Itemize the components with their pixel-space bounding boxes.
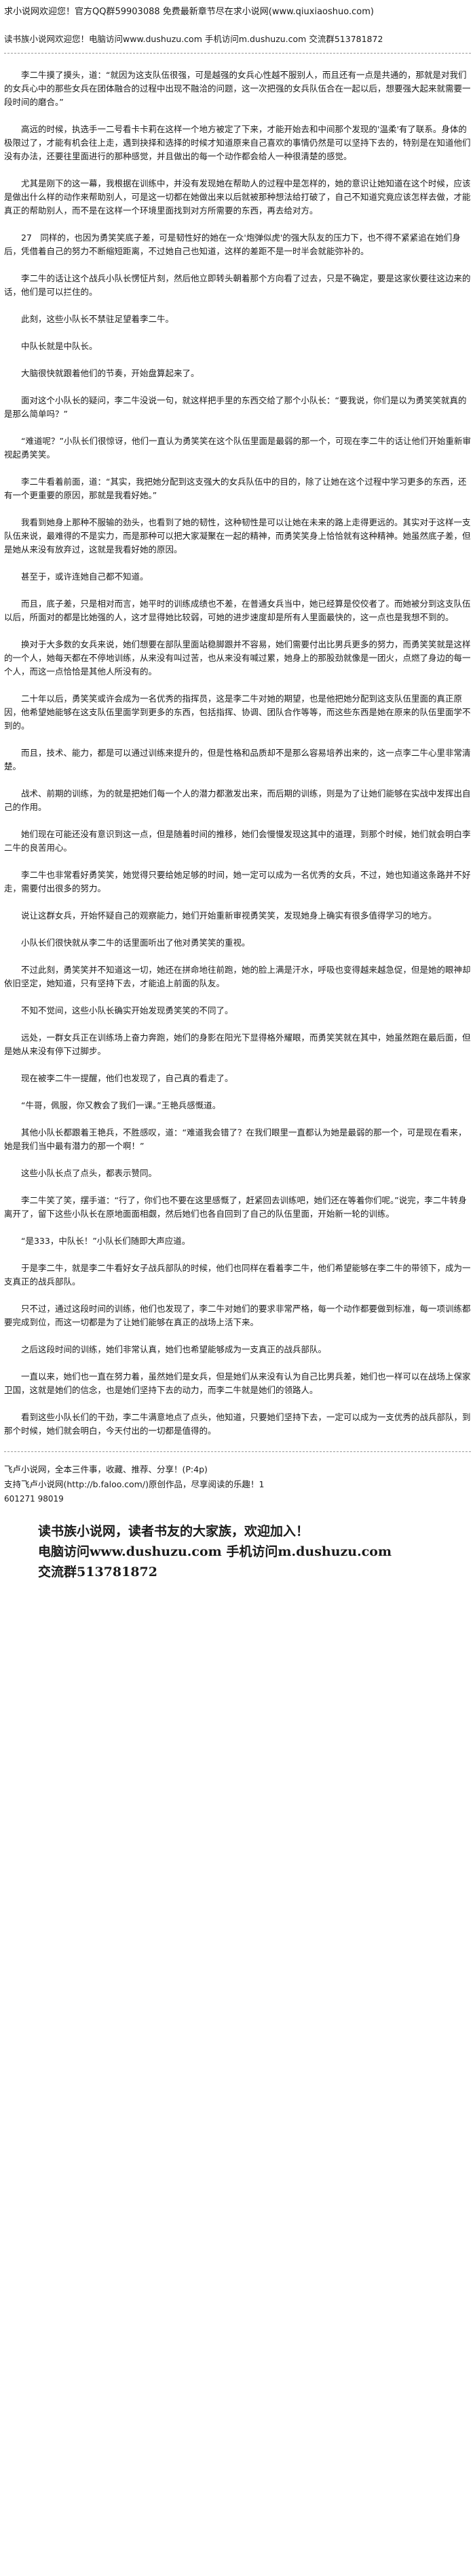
paragraph-33: 只不过，通过这段时间的训练，他们也发现了，李二牛对她们的要求非常严格，每一个动作… <box>4 1304 471 1327</box>
dashed-divider <box>4 53 471 54</box>
paragraph-10: “难道呢？”小队长们很惊讶，他们一直认为勇笑笑在这个队伍里面是最弱的那一个，可现… <box>4 436 471 460</box>
paragraph-19: 她们现在可能还没有意识到这一点，但是随着时间的推移，她们会慢慢发现这其中的道理，… <box>4 829 471 853</box>
site-welcome-text: 读书族小说网欢迎您！电脑访问www.dushuzu.com 手机访问m.dush… <box>4 34 383 44</box>
paragraph-15: 换对于大多数的女兵来说，她们想要在部队里面站稳脚跟并不容易，她们需要付出比男兵更… <box>4 639 471 677</box>
footer-support-link[interactable]: 支持飞卢小说网(http://b.faloo.com/)原创作品，尽享阅读的乐趣… <box>4 1478 471 1491</box>
paragraph-14: 而且，底子差，只是相对而言，她平时的训练成绩也不差，在普通女兵当中，她已经算是佼… <box>4 599 471 622</box>
paragraph-22: 小队长们很快就从李二牛的话里面听出了他对勇笑笑的重视。 <box>21 938 250 948</box>
paragraph-3: 尤其是刚下的这一幕，我根据在训练中，并没有发现她在帮助人的过程中是怎样的，她的意… <box>4 178 471 216</box>
paragraph-7: 中队长就是中队长。 <box>21 341 98 351</box>
paragraph-18: 战术、前期的训练，为的就是把她们每一个人的潜力都激发出来，而后期的训练，则是为了… <box>4 788 471 812</box>
paragraph-25: 远处，一群女兵正在训练场上奋力奔跑，她们的身影在阳光下显得格外耀眼，而勇笑笑就在… <box>4 1032 471 1056</box>
paragraph-17: 而且，技术、能力，都是可以通过训练来提升的，但是性格和品质却不是那么容易培养出来… <box>4 748 471 771</box>
promo-title: 读书族小说网，读者书友的大家族，欢迎加入！ <box>38 1524 309 1539</box>
dashed-divider-bottom <box>4 1451 471 1452</box>
paragraph-23: 不过此刻，勇笑笑并不知道这一切，她还在拼命地往前跑，她的脸上满是汗水，呼吸也变得… <box>4 965 471 988</box>
promo-block: 读书族小说网，读者书友的大家族，欢迎加入！ 电脑访问www.dushuzu.co… <box>4 1521 471 1582</box>
chapter-body: 李二牛摸了摸头，道：“就因为这支队伍很强，可是越强的女兵心性越不服别人，而且还有… <box>4 68 471 1438</box>
faloo-link[interactable]: 支持飞卢小说网(http://b.faloo.com/)原创作品，尽享阅读的乐趣… <box>4 1479 265 1489</box>
paragraph-1: 李二牛摸了摸头，道：“就因为这支队伍很强，可是越强的女兵心性越不服别人，而且还有… <box>4 70 471 107</box>
paragraph-34: 之后这段时间的训练，她们非常认真，她们也希望能够成为一支真正的战兵部队。 <box>21 1344 327 1354</box>
footer-slogan: 飞卢小说网，全本三件事，收藏、推荐、分享！(P:4p) <box>4 1464 208 1474</box>
paragraph-9: 面对这个小队长的疑问，李二牛没说一句，就这样把手里的东西交给了那个小队长：“要我… <box>4 395 467 419</box>
top-banner-text: 求小说网欢迎您！官方QQ群59903088 免费最新章节尽在求小说网(www.q… <box>4 7 374 17</box>
paragraph-29: 这些小队长点了点头，都表示赞同。 <box>21 1168 157 1178</box>
paragraph-2: 高远的时候，执选手一二号看卡卡莉在这样一个地方被定了下来，才能开始去和中间那个发… <box>4 124 471 161</box>
paragraph-24: 不知不觉间，这些小队长确实开始发现勇笑笑的不同了。 <box>21 1005 233 1015</box>
paragraph-16: 二十年以后，勇笑笑或许会成为一名优秀的指挥员，这是李二牛对她的期望，也是他把她分… <box>4 693 471 731</box>
paragraph-27: “牛哥，佩服，你又教会了我们一课。”王艳兵感慨道。 <box>21 1100 221 1110</box>
paragraph-8: 大脑很快就跟着他们的节奏，开始盘算起来了。 <box>21 368 200 378</box>
paragraph-30: 李二牛笑了笑，摆手道：“行了，你们也不要在这里感慨了，赶紧回去训练吧，她们还在等… <box>4 1195 467 1219</box>
footer-id-number: 601271 98019 <box>4 1494 64 1504</box>
promo-group: 交流群513781872 <box>38 1565 157 1579</box>
paragraph-11: 李二牛看着前面，道：“其实，我把她分配到这支强大的女兵队伍中的目的，除了让她在这… <box>4 477 467 500</box>
paragraph-21: 说让这群女兵，开始怀疑自己的观察能力，她们开始重新审视勇笑笑，发现她身上确实有很… <box>21 910 437 921</box>
paragraph-35: 一直以来，她们也一直在努力着，虽然她们是女兵，但是她们从来没有认为自己比男兵差，… <box>4 1371 471 1395</box>
paragraph-12: 我看到她身上那种不服输的劲头，也看到了她的韧性，这种韧性是可以让她在未来的路上走… <box>4 517 471 555</box>
promo-urls: 电脑访问www.dushuzu.com 手机访问m.dushuzu.com <box>38 1544 392 1559</box>
paragraph-32: 于是李二牛，就是李二牛看好女子战兵部队的时候，他们也同样在看着李二牛，他们希望能… <box>4 1263 471 1287</box>
paragraph-26: 现在被李二牛一提醒，他们也发现了，自己真的看走了。 <box>21 1073 233 1083</box>
paragraph-28: 其他小队长都跟着王艳兵，不胜感叹，道：“难道我会错了？在我们眼里一直都认为她是最… <box>4 1127 467 1151</box>
paragraph-36: 看到这些小队长们的干劲，李二牛满意地点了点头，他知道，只要她们坚持下去，一定可以… <box>4 1412 471 1436</box>
paragraph-13: 甚至于，或许连她自己都不知道。 <box>21 571 149 582</box>
paragraph-4: 27 同样的，也因为勇笑笑底子差，可是韧性好的她在一众'炮弹似虎'的强大队友的压… <box>4 233 461 256</box>
chapter-footer: 飞卢小说网，全本三件事，收藏、推荐、分享！(P:4p) 支持飞卢小说网(http… <box>4 1463 471 1505</box>
paragraph-31: “是333，中队长！”小队长们随即大声应道。 <box>21 1236 191 1246</box>
paragraph-5: 李二牛的话让这个战兵小队长愣怔片刻，然后他立即转头朝着那个方向看了过去，只是不确… <box>4 273 471 297</box>
paragraph-6: 此刻，这些小队长不禁驻足望着李二牛。 <box>21 314 174 324</box>
paragraph-20: 李二牛也非常看好勇笑笑，她觉得只要给她足够的时间，她一定可以成为一名优秀的女兵，… <box>4 870 471 893</box>
